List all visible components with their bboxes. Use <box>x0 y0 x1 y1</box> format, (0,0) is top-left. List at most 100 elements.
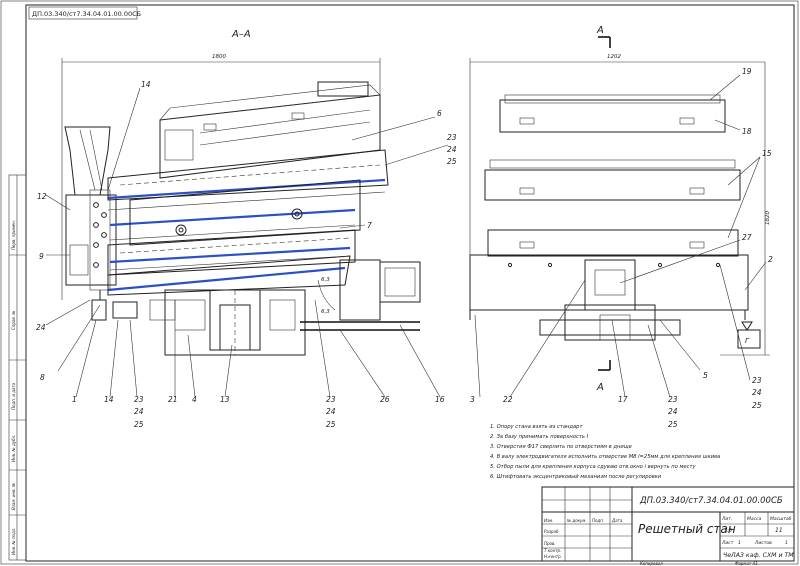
callouts-right-labels: 19 18 15 27 2 3 22 17 23 24 25 5 23 24 2… <box>470 67 773 429</box>
svg-text:А: А <box>596 382 604 393</box>
sieve-4 <box>107 266 346 292</box>
callouts-left <box>45 87 449 398</box>
svg-text:24: 24 <box>326 407 336 416</box>
svg-text:14: 14 <box>104 395 114 404</box>
svg-text:Дата: Дата <box>611 518 623 523</box>
svg-text:Разраб.: Разраб. <box>544 529 560 534</box>
svg-text:12: 12 <box>37 192 47 201</box>
label-mass: Масса <box>747 516 762 522</box>
svg-text:22: 22 <box>503 395 513 404</box>
svg-text:9: 9 <box>39 252 44 261</box>
tech-notes: 1. Опору стана взять из стандарт 2. За б… <box>490 424 720 480</box>
svg-text:24: 24 <box>447 145 457 154</box>
callouts-left-labels: 14 12 9 24 8 1 14 23 24 25 21 4 13 6 23 … <box>36 80 457 429</box>
svg-text:1: 1 <box>72 395 77 404</box>
sieve-box-2 <box>487 229 739 257</box>
sieve-3 <box>109 246 351 264</box>
svg-text:1. Опору стана взять из станда: 1. Опору стана взять из стандарт <box>490 424 583 430</box>
svg-text:5. Отбор пыли для крепления ко: 5. Отбор пыли для крепления корпуса сдув… <box>490 464 697 470</box>
top-cover <box>499 99 726 133</box>
svg-text:25: 25 <box>134 420 144 429</box>
section-marker-bottom: А <box>596 360 611 393</box>
inlet-box <box>65 194 117 286</box>
svg-text:Т.контр.: Т.контр. <box>544 548 561 553</box>
svg-text:23: 23 <box>752 376 762 385</box>
svg-text:4. В валу электродвигателя исп: 4. В валу электродвигателя исполнить отв… <box>490 454 720 460</box>
svg-text:21: 21 <box>168 395 178 404</box>
title-block-cols: Изм. № докум. Подп. Дата <box>544 518 623 523</box>
svg-text:24: 24 <box>752 388 762 397</box>
svg-text:8: 8 <box>40 373 45 382</box>
dim-right-height-text: 1820 <box>765 211 771 225</box>
label-scale: Масштаб <box>770 516 792 522</box>
svg-text:23: 23 <box>134 395 144 404</box>
callouts-right <box>474 74 767 398</box>
svg-text:2. За базу принимать поверхнос: 2. За базу принимать поверхность I <box>490 434 589 440</box>
section-marker-top: А <box>596 25 611 48</box>
title-block-rows: Разраб. Пров. Т.контр. Н.контр. <box>544 529 562 559</box>
svg-text:Взам. инв. №: Взам. инв. № <box>11 483 16 510</box>
label-sheets: Листов <box>754 540 772 546</box>
footer-right: Формат А1 <box>735 561 758 566</box>
svg-text:24: 24 <box>134 407 144 416</box>
svg-text:Подп.: Подп. <box>592 518 604 523</box>
svg-text:Справ. №: Справ. № <box>11 311 16 330</box>
svg-text:24: 24 <box>668 407 678 416</box>
angle-label-1: 6,3 <box>321 277 330 283</box>
sheets-value: 1 <box>785 540 788 546</box>
svg-text:27: 27 <box>742 233 752 242</box>
sieve-box-1 <box>484 169 741 201</box>
svg-text:№ докум.: № докум. <box>566 518 587 523</box>
svg-text:25: 25 <box>326 420 336 429</box>
title-block <box>541 486 795 562</box>
motor-plate <box>339 259 381 321</box>
label-lit: Лит. <box>721 516 732 522</box>
label-sheet: Лист <box>721 540 734 546</box>
svg-text:Перв. примен.: Перв. примен. <box>11 220 16 250</box>
svg-text:25: 25 <box>668 420 678 429</box>
side-strip-labels: Перв. примен. Справ. № Подп. и дата Инв.… <box>11 220 16 555</box>
svg-text:18: 18 <box>742 127 752 136</box>
svg-text:2: 2 <box>768 255 773 264</box>
right-view <box>469 94 761 349</box>
svg-text:23: 23 <box>326 395 336 404</box>
doc-number: ДП.03.340/ст7.34.04.01.00.00СБ <box>639 496 783 506</box>
svg-text:3: 3 <box>470 395 475 404</box>
svg-text:23: 23 <box>668 395 678 404</box>
organization: ЧеЛАЗ каф. СХМ и ТМ <box>723 552 794 559</box>
svg-text:Изм.: Изм. <box>544 518 553 523</box>
sheet-value: 1 <box>738 540 741 546</box>
top-stamp-box <box>28 6 138 20</box>
svg-text:26: 26 <box>380 395 390 404</box>
svg-text:3. Отверстия Ф17 сверлить по о: 3. Отверстия Ф17 сверлить по отверстиям … <box>490 444 632 450</box>
section-label: А–А <box>231 29 251 40</box>
svg-text:16: 16 <box>435 395 445 404</box>
svg-text:19: 19 <box>742 67 752 76</box>
footer-left: Копировал <box>640 561 663 566</box>
svg-text:25: 25 <box>752 401 762 410</box>
side-strip <box>8 174 27 561</box>
ref-box-text: Г <box>745 337 750 345</box>
svg-text:5: 5 <box>703 371 708 380</box>
sieve-2 <box>109 208 356 227</box>
base-body <box>469 254 749 311</box>
motor-right <box>584 259 636 311</box>
svg-text:24: 24 <box>36 323 46 332</box>
dim-right-width-text: 1202 <box>607 54 621 60</box>
svg-text:17: 17 <box>618 395 628 404</box>
svg-text:7: 7 <box>367 221 372 230</box>
svg-text:Инв. № дубл.: Инв. № дубл. <box>11 435 16 462</box>
svg-text:Подп. и дата: Подп. и дата <box>11 382 16 410</box>
ref-box <box>737 329 761 349</box>
svg-text:23: 23 <box>447 133 457 142</box>
svg-text:13: 13 <box>220 395 230 404</box>
drawing-name: Решетный стан <box>638 522 736 536</box>
svg-text:25: 25 <box>447 157 457 166</box>
svg-text:14: 14 <box>141 80 151 89</box>
svg-text:15: 15 <box>762 149 772 158</box>
svg-text:Инв. № подл.: Инв. № подл. <box>11 527 16 555</box>
svg-text:6: 6 <box>437 109 442 118</box>
angle-label-2: 6,3 <box>321 309 330 315</box>
